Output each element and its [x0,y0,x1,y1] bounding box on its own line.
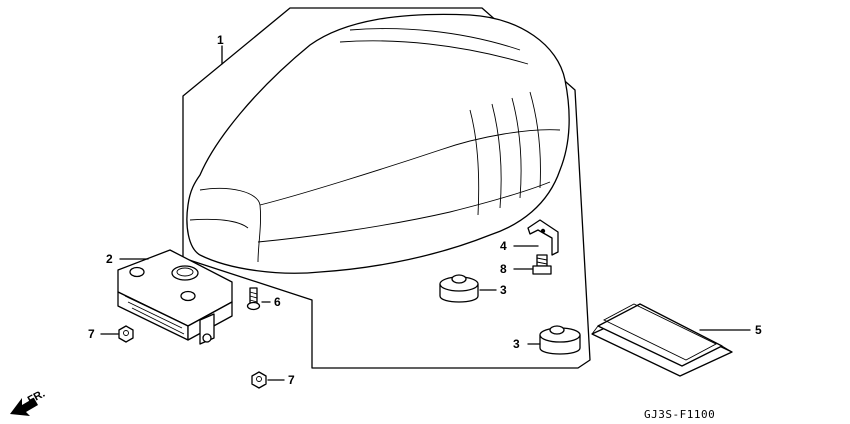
callout-5: 5 [755,323,762,337]
leader-lines [100,45,751,381]
callout-3a: 3 [500,283,507,297]
bolt [532,254,552,275]
rubber-cushion-b [539,325,581,355]
callout-8: 8 [500,262,507,276]
callout-3b: 3 [513,337,520,351]
callout-7b: 7 [288,373,295,387]
callout-2: 2 [106,252,113,266]
callout-4: 4 [500,239,507,253]
callout-1: 1 [217,33,224,47]
owners-manual [591,303,733,377]
callout-6: 6 [274,295,281,309]
assembly-boundary [182,7,591,369]
screw [246,287,261,311]
front-direction-label: FR. [26,388,47,407]
callout-7a: 7 [88,327,95,341]
rubber-cushion-a [439,274,479,303]
diagram-code: GJ3S-F1100 [644,408,715,421]
nut-b [251,371,267,389]
bracket [527,219,559,256]
relay-box [117,249,233,345]
seat [186,13,570,274]
nut-a [118,325,134,343]
front-direction-arrow-icon [10,398,38,416]
